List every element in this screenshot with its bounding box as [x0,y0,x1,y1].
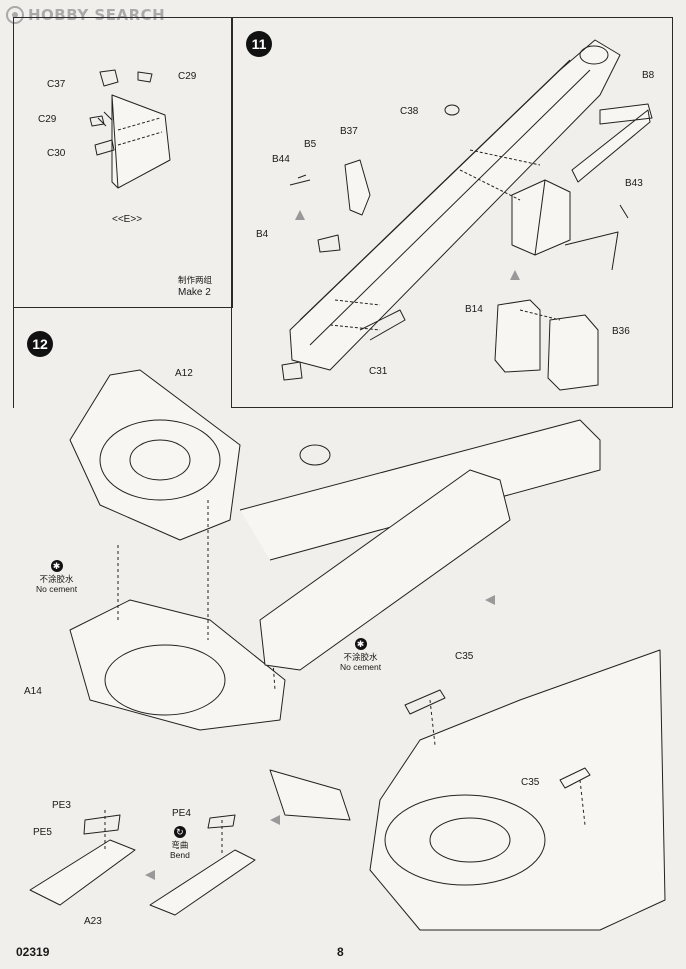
part-label-b43: B43 [625,178,643,189]
part-label-a12: A12 [175,368,193,379]
part-label-c29-left: C29 [38,114,57,125]
step-12-badge: 12 [27,331,53,357]
bend-zh: 弯曲 [171,840,189,850]
step12-pe-parts-drawing [29,810,256,916]
part-label-c38: C38 [400,106,419,117]
product-code: 02319 [16,945,50,959]
step11-chassis-drawing [281,39,653,391]
part-label-c37: C37 [47,79,66,90]
part-label-pe3: PE3 [52,800,71,811]
part-label-c30: C30 [47,148,66,159]
bend-note: ↻ 弯曲 Bend [170,826,190,860]
bend-icon: ↻ [173,826,186,838]
box-e-frame [13,17,233,308]
watermark-text: HOBBY SEARCH [28,6,166,24]
part-label-b4: B4 [256,229,269,240]
no-cement-note-left: ✱ 不涂胶水 No cement [36,560,77,594]
part-label-c35-right: C35 [521,777,540,788]
part-label-c29-right: C29 [178,71,197,82]
part-label-pe4: PE4 [172,808,191,819]
part-label-b5: B5 [304,139,317,150]
part-label-c35-top: C35 [455,651,474,662]
no-cement-note-right: ✱ 不涂胶水 No cement [340,638,381,672]
part-label-c31: C31 [369,366,388,377]
hobby-search-logo-icon [6,6,24,24]
no-cement-zh-right: 不涂胶水 [343,652,378,662]
box-e-title: <<E>> [112,214,143,225]
make-two-zh: 制作两组 [178,275,213,285]
part-label-pe5: PE5 [33,827,52,838]
part-label-b14: B14 [465,304,483,315]
part-label-b37: B37 [340,126,358,137]
part-label-b44: B44 [272,154,290,165]
make-two-en: Make 2 [178,287,211,298]
step12-turntable-drawing [69,369,601,731]
step12-final-assembly-drawing [269,649,666,931]
step-11-badge: 11 [246,31,272,57]
part-label-a14: A14 [24,686,42,697]
no-cement-en-left: No cement [36,584,78,594]
page-number: 8 [337,945,344,959]
glue-prohibited-icon: ✱ [50,560,63,572]
step11-frame [231,17,673,408]
bend-en: Bend [170,850,190,860]
part-label-a23: A23 [84,916,102,927]
no-cement-en-right: No cement [340,662,382,672]
part-label-b36: B36 [612,326,630,337]
no-cement-zh-left: 不涂胶水 [39,574,74,584]
step12-frame [13,308,233,408]
box-e-flap-drawing [89,69,171,189]
part-label-b8: B8 [642,70,655,81]
watermark: HOBBY SEARCH [6,5,165,25]
glue-prohibited-icon: ✱ [354,638,367,650]
